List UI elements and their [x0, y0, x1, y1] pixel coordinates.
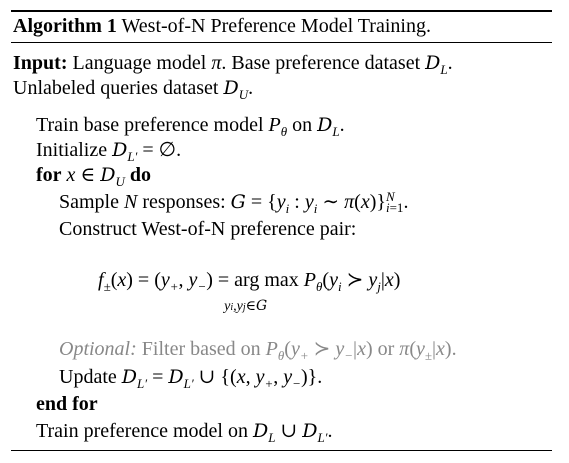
top-rule: [11, 10, 552, 12]
step-initialize: Initialize DL′ = ∅.: [36, 139, 182, 164]
bottom-rule: [11, 450, 552, 451]
step-train-base: Train base preference model Pθ on DL.: [36, 114, 345, 139]
input-line-2: Unlabeled queries dataset DU.: [13, 77, 254, 102]
step-construct: Construct West-of-N preference pair:: [59, 218, 357, 240]
algorithm-label: Algorithm 1: [13, 15, 117, 37]
for-keyword: for: [36, 164, 62, 186]
algorithm-header: Algorithm 1 West-of-N Preference Model T…: [13, 14, 431, 38]
step-sample: Sample N responses: G = {yi : yi ∼ π(x)}…: [59, 189, 409, 216]
header-rule: [11, 42, 552, 43]
step-train-final: Train preference model on DL ∪ DL′.: [36, 420, 333, 445]
step-end-for: end for: [36, 393, 98, 415]
algorithm-title: West-of-N Preference Model Training.: [121, 15, 431, 37]
do-keyword: do: [129, 164, 151, 186]
step-optional: Optional: Filter based on Pθ(y+ ≻ y−|x) …: [59, 338, 457, 363]
step-for: for x ∈ DU do: [36, 164, 151, 189]
step-update: Update DL′ = DL′ ∪ {(x, y+, y−)}.: [59, 366, 323, 391]
optional-keyword: Optional:: [59, 338, 137, 360]
input-line-1: Input: Language model π. Base preference…: [13, 52, 453, 77]
input-keyword: Input:: [13, 52, 68, 74]
